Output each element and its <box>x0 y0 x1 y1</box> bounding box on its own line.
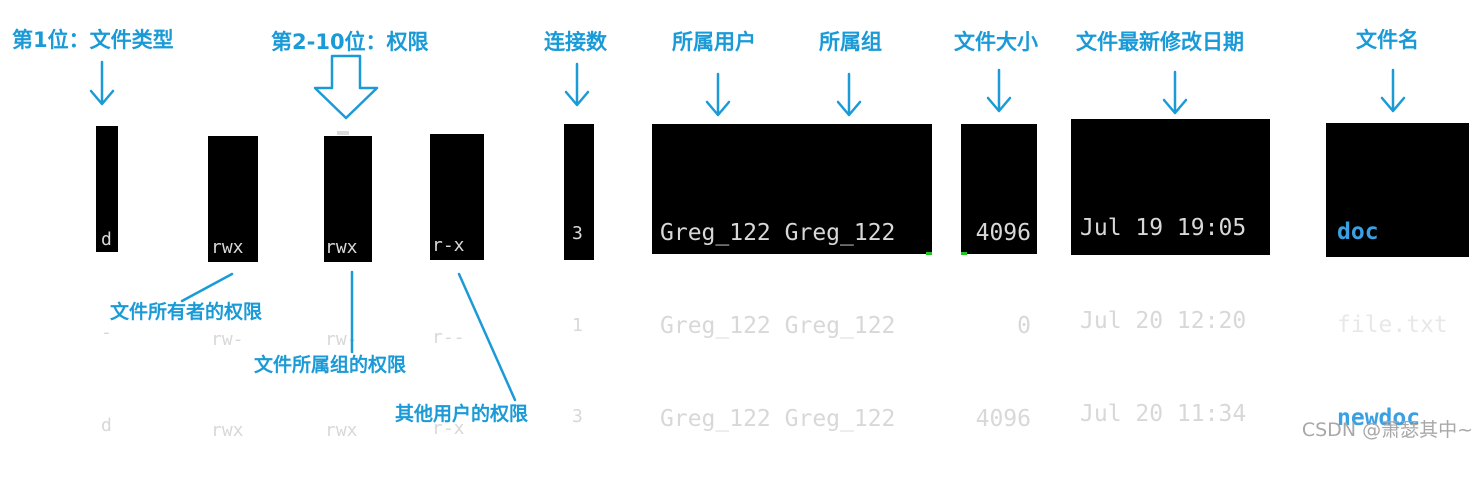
owner-group-row-3: Greg_122 Greg_122 <box>660 406 896 432</box>
type-row-3: d <box>101 415 112 436</box>
owner-perm-row-3: rwx <box>211 420 244 441</box>
other-perm-row-2: r-- <box>432 326 465 348</box>
size-row-3: 4096 <box>975 406 1031 432</box>
note-group-permission: 文件所属组的权限 <box>254 354 407 376</box>
owner-permission-column: rwx rw- rwx <box>208 136 258 441</box>
links-row-2: 1 <box>572 314 583 336</box>
links-row-3: 3 <box>572 406 583 427</box>
owner-group-column: Greg_122 Greg_122 Greg_122 Greg_122 Greg… <box>652 124 932 432</box>
link-count-column: 3 1 3 <box>564 124 594 427</box>
arrow-down-icon-type <box>89 60 115 106</box>
size-column: 4096 0 4096 <box>961 124 1037 432</box>
owner-group-row-2: Greg_122 Greg_122 <box>660 313 896 339</box>
type-row-2: - <box>101 322 112 343</box>
arrow-down-icon-size <box>986 68 1012 113</box>
date-row-1: Jul 19 19:05 <box>1080 215 1247 241</box>
header-size: 文件大小 <box>954 30 1038 54</box>
size-row-1: 4096 <box>975 220 1031 246</box>
note-other-permission: 其他用户的权限 <box>395 403 529 425</box>
header-owner: 所属用户 <box>672 30 756 54</box>
date-row-2: Jul 20 12:20 <box>1080 308 1247 334</box>
size-row-2: 0 <box>1017 313 1031 339</box>
arrow-down-icon-filename <box>1380 68 1406 113</box>
arrow-down-icon-date <box>1162 70 1188 115</box>
filename-row-1: doc <box>1337 219 1379 245</box>
cursor-mark <box>926 252 932 255</box>
group-perm-row-3: rwx <box>325 420 358 441</box>
filename-column: doc file.txt newdoc <box>1326 123 1469 431</box>
owner-perm-row-1: rwx <box>211 237 244 258</box>
watermark: CSDN @萧瑟其中~ <box>1301 419 1473 441</box>
connector-other-line <box>457 272 517 402</box>
file-type-column: d - d <box>96 126 118 436</box>
cursor-mark-2 <box>961 252 967 255</box>
filename-row-2: file.txt <box>1337 312 1448 338</box>
header-group: 所属组 <box>819 30 882 54</box>
note-owner-permission: 文件所有者的权限 <box>110 301 263 323</box>
cursor-block <box>337 131 349 135</box>
owner-perm-row-2: rw- <box>211 328 244 350</box>
arrow-down-icon-links <box>564 62 590 107</box>
other-perm-row-1: r-x <box>432 235 465 256</box>
connector-owner-line <box>180 272 234 303</box>
owner-group-row-1: Greg_122 Greg_122 <box>660 220 896 246</box>
type-row-1: d <box>101 229 112 250</box>
header-links: 连接数 <box>544 30 607 54</box>
date-column: Jul 19 19:05 Jul 20 12:20 Jul 20 11:34 <box>1071 119 1270 427</box>
group-perm-row-1: rwx <box>325 237 358 258</box>
date-row-3: Jul 20 11:34 <box>1080 401 1247 427</box>
group-perm-row-2: rw- <box>325 328 358 350</box>
filename-row-3: newdoc <box>1337 405 1421 431</box>
arrow-down-icon-owner <box>705 72 731 117</box>
header-filename: 文件名 <box>1356 28 1419 52</box>
header-permissions: 第2-10位：权限 <box>271 30 429 54</box>
header-file-type: 第1位：文件类型 <box>12 28 174 52</box>
other-perm-row-3: r-x <box>432 418 465 439</box>
arrow-down-icon-group <box>836 72 862 117</box>
other-permission-column: r-x r-- r-x <box>430 134 484 439</box>
group-permission-column: rwx rw- rwx <box>324 136 372 441</box>
header-date: 文件最新修改日期 <box>1076 30 1244 54</box>
links-row-1: 3 <box>572 223 583 244</box>
arrows-layer <box>89 54 1406 402</box>
hollow-arrow-icon-permissions <box>313 54 379 120</box>
